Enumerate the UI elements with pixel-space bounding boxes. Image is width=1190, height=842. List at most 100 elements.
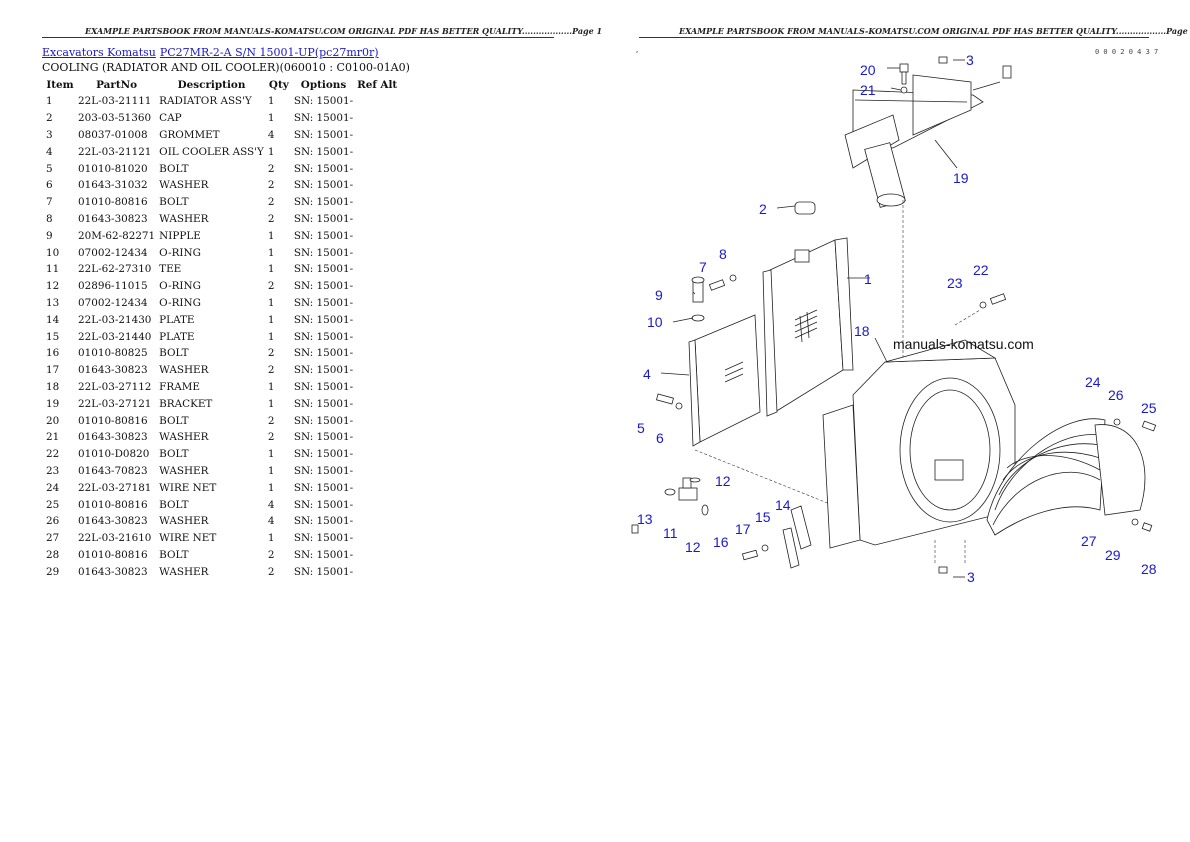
parts-list-page: EXAMPLE PARTSBOOK FROM MANUALS-KOMATSU.C… [42,26,602,578]
cell-item: 16 [46,347,60,360]
o-ring-part-13 [664,488,676,496]
cell-ref-alt [355,244,399,261]
cell-description: WASHER [159,431,209,444]
callout-18: 18 [854,323,870,339]
cell-options: SN: 15001- [293,464,354,477]
cell-description: WIRE NET [159,481,217,494]
cell-options: SN: 15001- [293,565,354,578]
cell-item: 11 [46,263,60,276]
cell-qty: 1 [267,229,275,242]
cell-partno: 22L-03-21111 [78,95,152,108]
cell-qty: 1 [267,532,275,545]
cell-item: 25 [46,498,60,511]
cell-partno: 01010-80816 [78,414,148,427]
bracket-part-19 [844,65,1012,360]
cell-qty: 1 [267,296,275,309]
cell-partno: 22L-03-21121 [78,145,152,158]
cell-description: WASHER [159,179,209,192]
cell-qty: 1 [267,380,275,393]
washer-part-17 [761,544,769,552]
breadcrumb-link-excavators[interactable]: Excavators Komatsu [42,46,156,59]
cell-options: SN: 15001- [293,179,354,192]
callout-23: 23 [947,275,963,291]
washer-part-23 [979,301,987,309]
callout-27: 27 [1081,533,1097,549]
cell-partno: 01010-80825 [78,347,148,360]
callout-25: 25 [1141,400,1157,416]
callout-2: 2 [759,201,767,217]
cell-item: 19 [46,397,60,410]
section-title: COOLING (RADIATOR AND OIL COOLER)(060010… [42,61,410,74]
cell-description: WASHER [159,464,209,477]
cell-description: O-RING [159,296,201,309]
callout-14: 14 [775,497,791,513]
callout-11: 11 [663,525,678,541]
hose-end-part [631,524,639,534]
cell-item: 5 [46,162,53,175]
cell-item: 27 [46,532,60,545]
breadcrumb-link-model[interactable]: PC27MR-2-A S/N 15001-UP(pc27mr0r) [159,46,379,59]
cell-ref-alt [355,261,399,278]
cell-options: SN: 15001- [293,212,354,225]
plate-part-15 [782,527,800,569]
callout-17: 17 [735,521,751,537]
cell-qty: 2 [267,431,275,444]
cell-ref-alt [355,211,399,228]
cell-options: SN: 15001- [293,380,354,393]
o-ring-part-10 [691,314,705,322]
cell-options: SN: 15001- [293,498,354,511]
cell-qty: 4 [267,515,275,528]
cell-options: SN: 15001- [293,414,354,427]
cell-description: O-RING [159,280,201,293]
cell-description: PLATE [159,330,195,343]
cell-qty: 1 [267,397,275,410]
cell-item: 9 [46,229,53,242]
callout-20: 20 [860,62,876,78]
cell-description: RADIATOR ASS'Y [159,95,252,108]
cell-description: WASHER [159,364,209,377]
cell-partno: 01010-D0820 [78,448,150,461]
callout-15: 15 [755,509,771,525]
cell-ref-alt [355,379,399,396]
cell-ref-alt [355,227,399,244]
callout-26: 26 [1108,387,1124,403]
cell-item: 26 [46,515,60,528]
cell-ref-alt [355,177,399,194]
cell-ref-alt [355,395,399,412]
washer-part-6 [675,402,683,410]
cell-item: 14 [46,313,60,326]
cell-options: SN: 15001- [293,448,354,461]
tick-mark: , [635,46,639,54]
plate-part-14 [790,505,812,550]
cell-description: BOLT [159,498,189,511]
cell-options: SN: 15001- [293,397,354,410]
cell-options: SN: 15001- [293,296,354,309]
cell-partno: 01643-30823 [78,212,148,225]
cell-qty: 2 [267,414,275,427]
cell-item: 17 [46,364,60,377]
callout-29: 29 [1105,547,1121,563]
cell-partno: 22L-03-21610 [78,532,152,545]
cell-options: SN: 15001- [293,313,354,326]
cell-ref-alt [355,463,399,480]
cell-options: SN: 15001- [293,263,354,276]
cell-item: 3 [46,128,53,141]
cell-item: 21 [46,431,60,444]
cell-ref-alt [355,278,399,295]
cell-description: CAP [159,112,182,125]
grommet-part-3-top [938,56,948,64]
cell-partno: 01643-30823 [78,431,148,444]
